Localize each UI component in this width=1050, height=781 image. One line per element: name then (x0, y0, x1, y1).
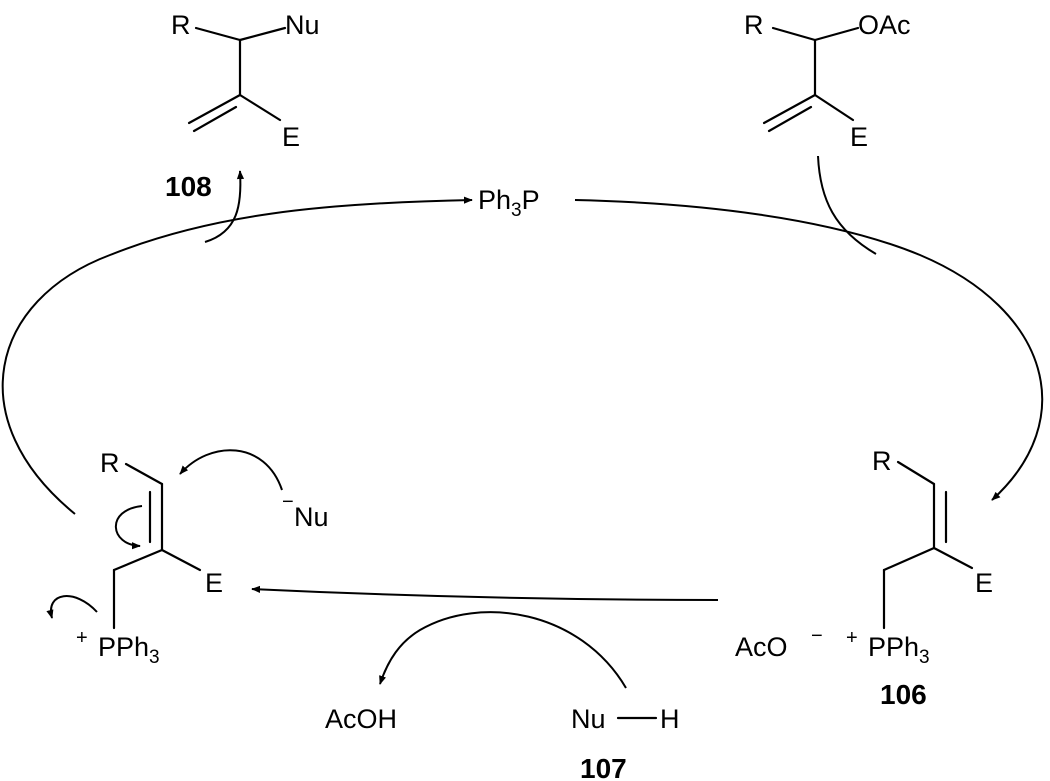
cycle-arrow-106-to-intermediate (251, 585, 719, 601)
substrate-r: R (744, 10, 764, 40)
compound-106-acetate: AcO (735, 632, 788, 662)
product-release-arrow (204, 170, 245, 243)
substrate-oac: OAc (858, 10, 911, 40)
catalyst-ph: Ph (478, 185, 511, 215)
intermediate-subscript: 3 (149, 647, 160, 668)
compound-107-structure: Nu H 107 (571, 704, 680, 781)
compound-106-phosphonium: PPh3 (868, 632, 930, 668)
substrate-e: E (850, 122, 868, 152)
intermediate-phosphonium: PPh3 (98, 632, 160, 668)
compound-107-h: H (660, 704, 680, 734)
intermediate-e: E (205, 568, 223, 598)
intermediate-pph: PPh (98, 632, 149, 662)
cycle-arrow-catalyst-to-106 (574, 199, 1044, 501)
phosphonium-leaving-curly-arrow (46, 595, 98, 619)
compound-106-r: R (872, 446, 892, 476)
cycle-arrow-top-to-catalyst (1, 196, 473, 515)
substrate-structure: R OAc E (744, 10, 911, 152)
double-bond-shift-curly-arrow (114, 505, 143, 550)
compound-107-nu: Nu (571, 704, 606, 734)
substrate-entry-arrow (817, 155, 877, 255)
compound-106-pph: PPh (868, 632, 919, 662)
compound-108-nu: Nu (285, 10, 320, 40)
acetic-acid-byproduct: AcOH (325, 704, 397, 734)
compound-106-e: E (975, 568, 993, 598)
catalyst-label: Ph3P (478, 185, 540, 221)
attacking-nucleophile-charge: − (282, 491, 294, 513)
catalyst-subscript: 3 (511, 200, 522, 221)
compound-106-subscript: 3 (919, 647, 930, 668)
compound-108-r: R (171, 10, 191, 40)
compound-108-number: 108 (165, 171, 212, 202)
attacking-nucleophile: Nu (294, 502, 329, 532)
intermediate-structure: R E + PPh3 − Nu (76, 448, 329, 668)
nuh-acoh-exchange-arrow (379, 611, 627, 689)
nucleophile-attack-curly-arrow (179, 449, 283, 491)
compound-106-structure: R E AcO − + PPh3 106 (735, 446, 993, 710)
compound-108-structure: R Nu E 108 (165, 10, 320, 202)
compound-106-anion-charge: − (811, 625, 823, 647)
compound-108-e: E (282, 122, 300, 152)
compound-107-number: 107 (580, 753, 627, 781)
compound-106-cation-charge: + (846, 627, 858, 649)
compound-106-number: 106 (880, 679, 927, 710)
intermediate-r: R (100, 448, 120, 478)
catalyst-p: P (522, 185, 540, 215)
intermediate-cation-charge: + (76, 627, 88, 649)
